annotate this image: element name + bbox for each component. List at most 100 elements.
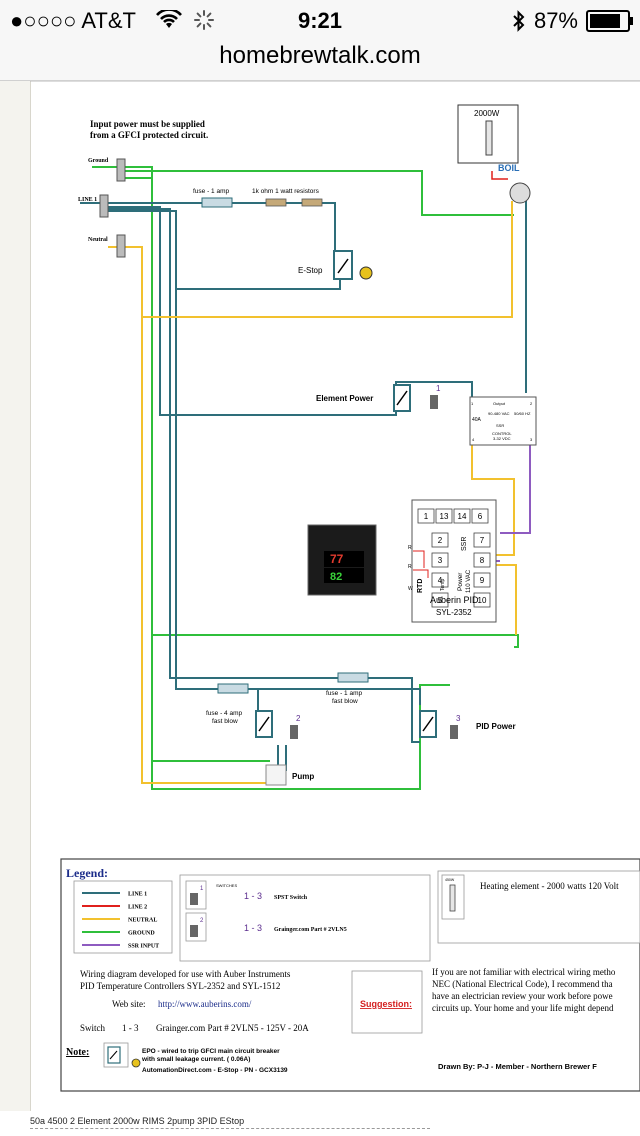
address-bar[interactable]: homebrewtalk.com	[0, 40, 640, 81]
ssr-output: Output	[493, 401, 506, 406]
pid-terminal-label: 5	[438, 596, 443, 605]
fuse4-label2: fast blow	[212, 718, 238, 725]
legend-sw-icon2-num: 2	[200, 918, 204, 924]
pid-terminal-label: 4	[438, 576, 443, 585]
switch-label: Switch	[80, 1023, 106, 1033]
boil-label: BOIL	[498, 163, 520, 173]
caption-divider	[30, 1128, 430, 1135]
suggestion-line1: If you are not familiar with electrical …	[432, 967, 616, 977]
switches-header: SWITCHES	[216, 883, 237, 888]
legend-title: Legend:	[66, 866, 108, 880]
fuse1-icon	[201, 197, 233, 208]
wiring-diagram: Input power must be supplied from a GFCI…	[30, 81, 640, 1092]
pid-ssr-label: SSR	[461, 537, 468, 551]
suggestion-line3: have an electrician review your work bef…	[432, 991, 613, 1001]
clock: 9:21	[297, 8, 343, 33]
line2-wires	[491, 171, 508, 180]
suggestion-line4: circuits up. Your home and your life mig…	[432, 1003, 614, 1013]
status-right: 87%	[512, 8, 633, 34]
carrier-label: ●○○○○ AT&T	[10, 8, 136, 33]
legend-item-label: GROUND	[128, 931, 155, 937]
pid-display-top: 77	[330, 552, 344, 566]
neutral-label: Neutral	[88, 237, 108, 243]
status-bar: ●○○○○ AT&T 9:21 87%	[0, 0, 640, 40]
suggestion-label: Suggestion:	[360, 999, 412, 1009]
estop-label: E-Stop	[298, 266, 323, 275]
epo-line2: with small leakage current. ( 0.06A)	[141, 1056, 250, 1063]
loading-spinner-icon	[194, 10, 214, 30]
pump-label: Pump	[292, 772, 314, 781]
pid-terminal-13	[435, 508, 453, 524]
pid-terminal-10	[473, 592, 491, 608]
epo-line3: AutomationDirect.com - E-Stop - PN - GCX…	[142, 1067, 288, 1074]
switch-part: Grainger.com Part # 2VLN5 - 125V - 20A	[156, 1023, 309, 1033]
boil-outlet-icon	[509, 182, 531, 204]
ssr-t2: 2	[530, 401, 533, 406]
pid-r2: R	[408, 564, 412, 570]
switch3-toggle-icon	[450, 725, 458, 739]
ssr-t4: 4	[472, 437, 475, 442]
ssr-control: CONTROL	[492, 431, 512, 436]
website-link[interactable]: http://www.auberins.com/	[158, 999, 252, 1009]
gfci-note-line1: Input power must be supplied	[90, 119, 205, 129]
image-caption: 50a 4500 2 Element 2000w RIMS 2pump 3PID…	[30, 1116, 245, 1126]
pid-terminal-label: 7	[480, 536, 485, 545]
pid-terminal-1	[417, 508, 435, 524]
resistor-label: 1k ohm 1 watt resistors	[252, 188, 320, 195]
fuse1b-label1: fuse - 1 amp	[326, 690, 363, 697]
pid-power-label: Power	[457, 572, 464, 591]
legend-item-label: LINE 2	[128, 905, 147, 911]
neutral-terminal	[116, 234, 126, 258]
ssr-hz: 50/60 HZ	[514, 411, 531, 416]
sw-range2: 1 - 3	[244, 923, 262, 933]
ssr-vac: 90-480 VAC	[488, 411, 510, 416]
switch2-num: 2	[296, 714, 301, 723]
legend-switch-icon1	[190, 893, 198, 905]
pid-power-switch-label: PID Power	[476, 722, 516, 731]
sw-type: SPST Switch	[274, 895, 308, 901]
pid-terminal-3	[431, 552, 449, 568]
switch1-icon	[430, 395, 438, 409]
url-text[interactable]: homebrewtalk.com	[219, 42, 421, 69]
suggestion-box	[351, 970, 423, 1034]
line1-label: LINE 1	[78, 197, 97, 203]
pid-terminal-label: 1	[424, 512, 429, 521]
legend-switch-icon2	[190, 925, 198, 937]
pid-terminal-2	[431, 532, 449, 548]
pid-terminal-label: 14	[458, 512, 467, 521]
pid-terminal-label: 3	[438, 556, 443, 565]
ssr-t3: 3	[530, 437, 533, 442]
pid-model: SYL-2352	[436, 608, 472, 617]
epo-line1: EPO - wired to trip GFCI main circuit br…	[142, 1048, 280, 1055]
legend-sw-icon1-num: 1	[200, 886, 204, 892]
ssr-40a: 40A	[472, 417, 482, 423]
element-power-label: Element Power	[316, 394, 373, 403]
pid-terminal-5	[431, 592, 449, 608]
page-left-margin	[0, 81, 31, 1111]
battery-percent: 87%	[533, 8, 578, 33]
switch2-toggle-icon	[290, 725, 298, 739]
fuse4-label1: fuse - 4 amp	[206, 710, 243, 717]
line1-terminal	[99, 194, 109, 218]
resistor2-icon	[301, 198, 323, 207]
pump-outlet-icon	[265, 764, 287, 786]
battery-icon	[586, 10, 633, 32]
fuse1b-icon	[337, 672, 369, 683]
note-label: Note:	[66, 1047, 89, 1058]
ssr-label: SSR	[496, 423, 504, 428]
pid-terminal-8	[473, 552, 491, 568]
legend-item-label: NEUTRAL	[128, 918, 157, 924]
legend-heating-icon-label: 450W	[445, 878, 455, 882]
heating-text: Heating element - 2000 watts 120 Volt	[480, 881, 619, 891]
switch1-num: 1	[436, 384, 441, 393]
pid-rtd-label: RTD	[417, 579, 424, 593]
legend-heating-box	[437, 870, 640, 944]
wifi-icon	[156, 10, 182, 28]
element-wattage: 2000W	[474, 109, 500, 118]
pid-terminal-9	[473, 572, 491, 588]
pid-terminal-4	[431, 572, 449, 588]
pid-display-bottom: 82	[330, 571, 342, 583]
line1-wires	[80, 202, 473, 771]
